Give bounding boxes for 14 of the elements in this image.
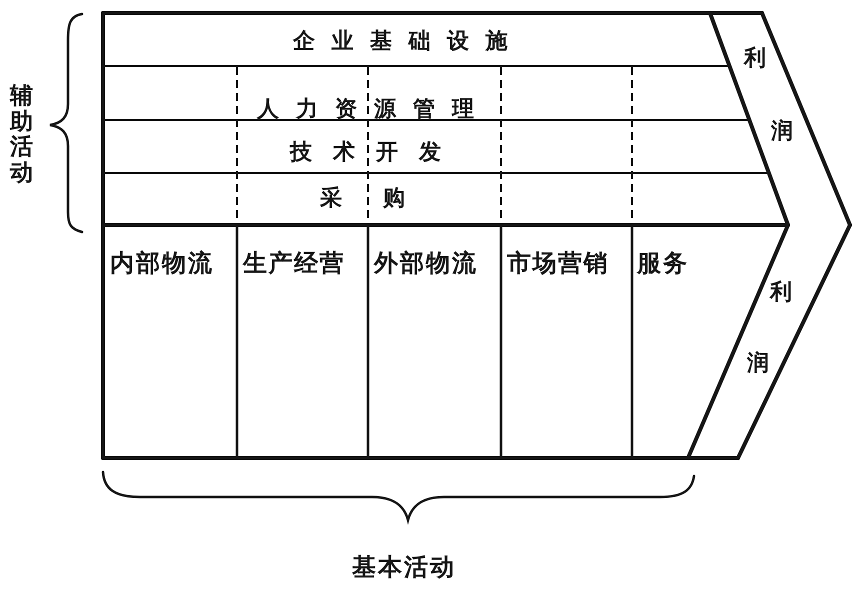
activity-label: 服务 [637,251,687,275]
margin-label: 利润 [747,281,792,374]
activity-label: 人力资源管理 [257,99,474,121]
margin-chevron [685,10,853,461]
brace-label: 基本活动 [352,555,454,579]
activity-label: 外部物流 [374,251,476,275]
activity-label: 企业基础设施 [293,31,508,53]
activity-label: 生产经营 [243,251,344,275]
activity-label: 市场营销 [507,251,608,275]
activity-label: 采购 [320,188,405,210]
brace-label: 辅助活动 [10,84,34,186]
activity-label: 技术开发 [290,142,441,164]
activity-label: 内部物流 [110,251,212,275]
margin-label: 利润 [744,47,793,142]
